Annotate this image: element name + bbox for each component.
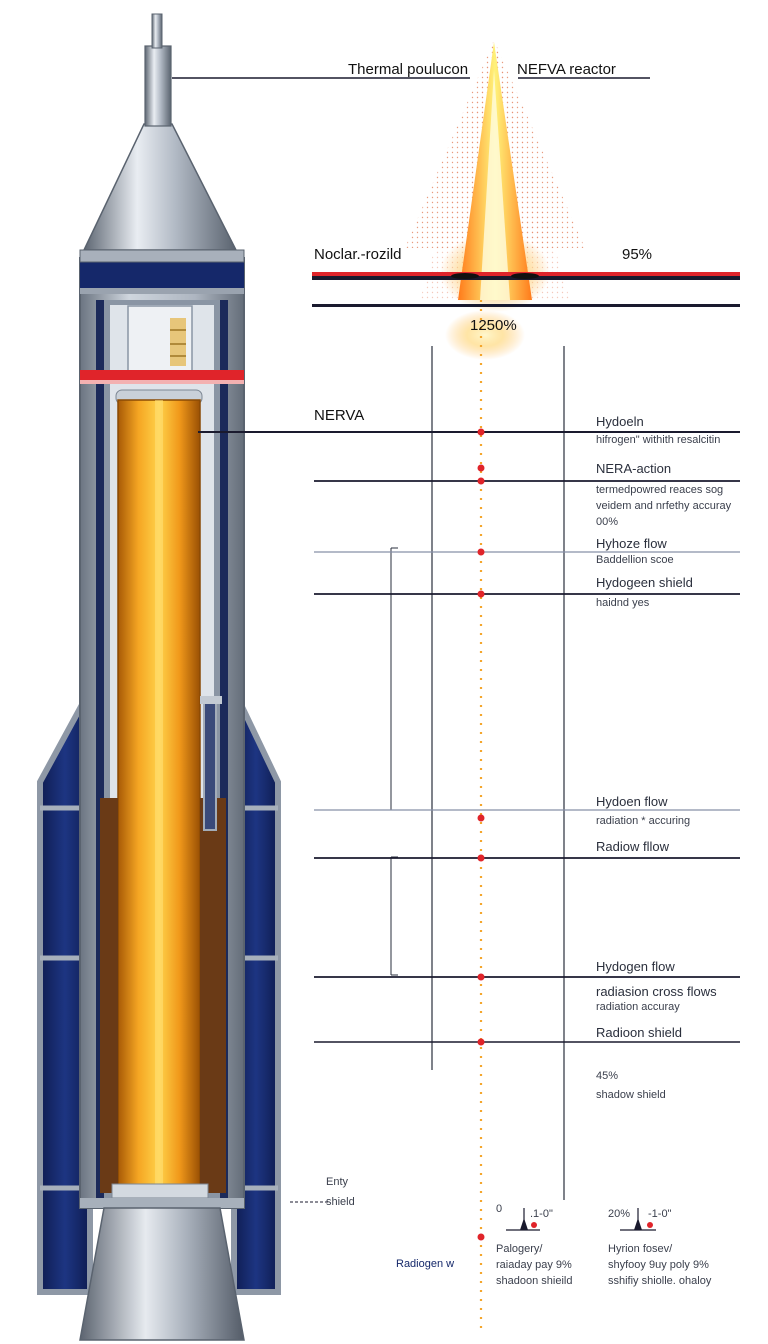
gauge-right bbox=[620, 1208, 656, 1231]
label-cross2: radiation accuray bbox=[596, 1001, 680, 1013]
label-radiation-acc: radiation * accuring bbox=[596, 815, 691, 827]
label-nerva-reactor: NEFVA reactor bbox=[517, 61, 616, 78]
label-fl2-1: Hyrion fosev/ bbox=[608, 1243, 673, 1255]
label-radiow: Radiow fllow bbox=[596, 839, 669, 854]
label-enty2: shield bbox=[326, 1196, 355, 1208]
label-thermal: Thermal poulucon bbox=[348, 61, 469, 78]
marker-dot bbox=[477, 590, 485, 598]
label-nera-action: NERA-action bbox=[596, 461, 672, 476]
nose-cone bbox=[82, 123, 238, 251]
label-noclar: Noclar.-rozild bbox=[314, 246, 402, 263]
marker-dot bbox=[477, 1233, 485, 1241]
label-radiogen: Radiogen w bbox=[396, 1258, 455, 1270]
label-pct-00: 00% bbox=[596, 516, 619, 528]
label-pct-1250: 1250% bbox=[470, 317, 517, 334]
marker-dot bbox=[477, 477, 485, 485]
probe bbox=[144, 45, 172, 127]
marker-dot bbox=[477, 854, 485, 862]
label-enty1: Enty bbox=[326, 1176, 349, 1188]
label-fl2-3: sshifiy shiolle. ohaloy bbox=[608, 1275, 712, 1287]
label-fl1-3: shadoon shieild bbox=[496, 1275, 573, 1287]
label-hydogen-flow: Hydogen flow bbox=[596, 959, 675, 974]
label-pct-45: 45% bbox=[596, 1070, 619, 1082]
callout-lines bbox=[172, 77, 740, 1203]
label-gauge-left-right: .1-0" bbox=[530, 1208, 553, 1220]
label-gauge-right-20: 20% bbox=[608, 1208, 631, 1220]
gauge-left bbox=[506, 1208, 540, 1231]
exhaust-plume bbox=[405, 40, 585, 360]
label-hydo-sub: hifrogen" withith resalcitin bbox=[596, 434, 721, 446]
label-hydoen-flow: Hydoen flow bbox=[596, 794, 668, 809]
marker-dot bbox=[477, 548, 485, 556]
label-gauge-left-0: 0 bbox=[496, 1203, 503, 1215]
label-baddeln: Baddellion scoe bbox=[596, 554, 674, 566]
label-nerva: NERVA bbox=[314, 407, 365, 424]
marker-dot bbox=[477, 814, 485, 822]
label-shadow: shadow shield bbox=[596, 1089, 666, 1101]
label-hyd-shield: Hydogeen shield bbox=[596, 575, 693, 590]
label-fl1-1: Palogery/ bbox=[496, 1243, 543, 1255]
rocket bbox=[37, 13, 281, 1341]
label-pct-95: 95% bbox=[622, 246, 653, 263]
label-term-sub1: termedpowred reaces sog bbox=[596, 484, 724, 496]
label-term-sub2: veidem and nrfethy accuray bbox=[596, 500, 732, 512]
marker-dot bbox=[477, 428, 485, 436]
marker-dot bbox=[477, 973, 485, 981]
label-haidnd: haidnd yes bbox=[596, 597, 650, 609]
centerline bbox=[477, 300, 485, 1330]
label-fl1-2: raiaday pay 9% bbox=[496, 1259, 572, 1271]
marker-dot bbox=[477, 1038, 485, 1046]
label-fl2-2: shyfooy 9uy poly 9% bbox=[608, 1259, 709, 1271]
rocket-nozzle bbox=[79, 1207, 245, 1341]
label-gauge-right-right: -1-0" bbox=[648, 1208, 672, 1220]
reactor-bars bbox=[312, 272, 740, 307]
label-hydo-head: Hydoeln bbox=[596, 414, 644, 429]
label-cross1: radiasion cross flows bbox=[596, 984, 717, 999]
guide-lines bbox=[390, 346, 565, 1200]
marker-dot bbox=[477, 464, 485, 472]
label-radioon: Radioon shield bbox=[596, 1025, 683, 1040]
label-hyhoze: Hyhoze flow bbox=[596, 536, 667, 551]
